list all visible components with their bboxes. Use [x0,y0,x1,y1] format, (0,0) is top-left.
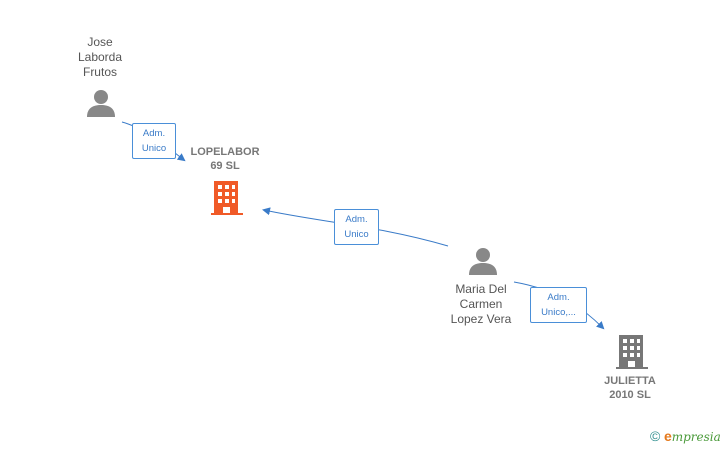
footer-brand: © empresia [650,428,721,444]
edge-label-jose-lopelabor[interactable]: Adm. Unico [132,123,176,159]
person-icon[interactable] [468,246,498,276]
copyright-symbol: © [650,428,661,444]
edge-label-maria-lopelabor[interactable]: Adm. Unico [334,209,379,245]
brand-initial: e [663,428,672,444]
company-label-lopelabor[interactable]: LOPELABOR 69 SL [190,146,260,172]
building-icon[interactable] [616,335,648,369]
edge-label-maria-julietta[interactable]: Adm. Unico,... [530,287,587,323]
brand-name: mpresia [671,430,721,444]
company-label-julietta[interactable]: JULIETTA 2010 SL [604,375,656,401]
person-label-maria[interactable]: Maria Del Carmen Lopez Vera [450,282,512,326]
person-label-jose[interactable]: Jose Laborda Frutos [77,35,123,79]
person-icon[interactable] [86,88,116,118]
building-icon[interactable] [211,181,243,215]
